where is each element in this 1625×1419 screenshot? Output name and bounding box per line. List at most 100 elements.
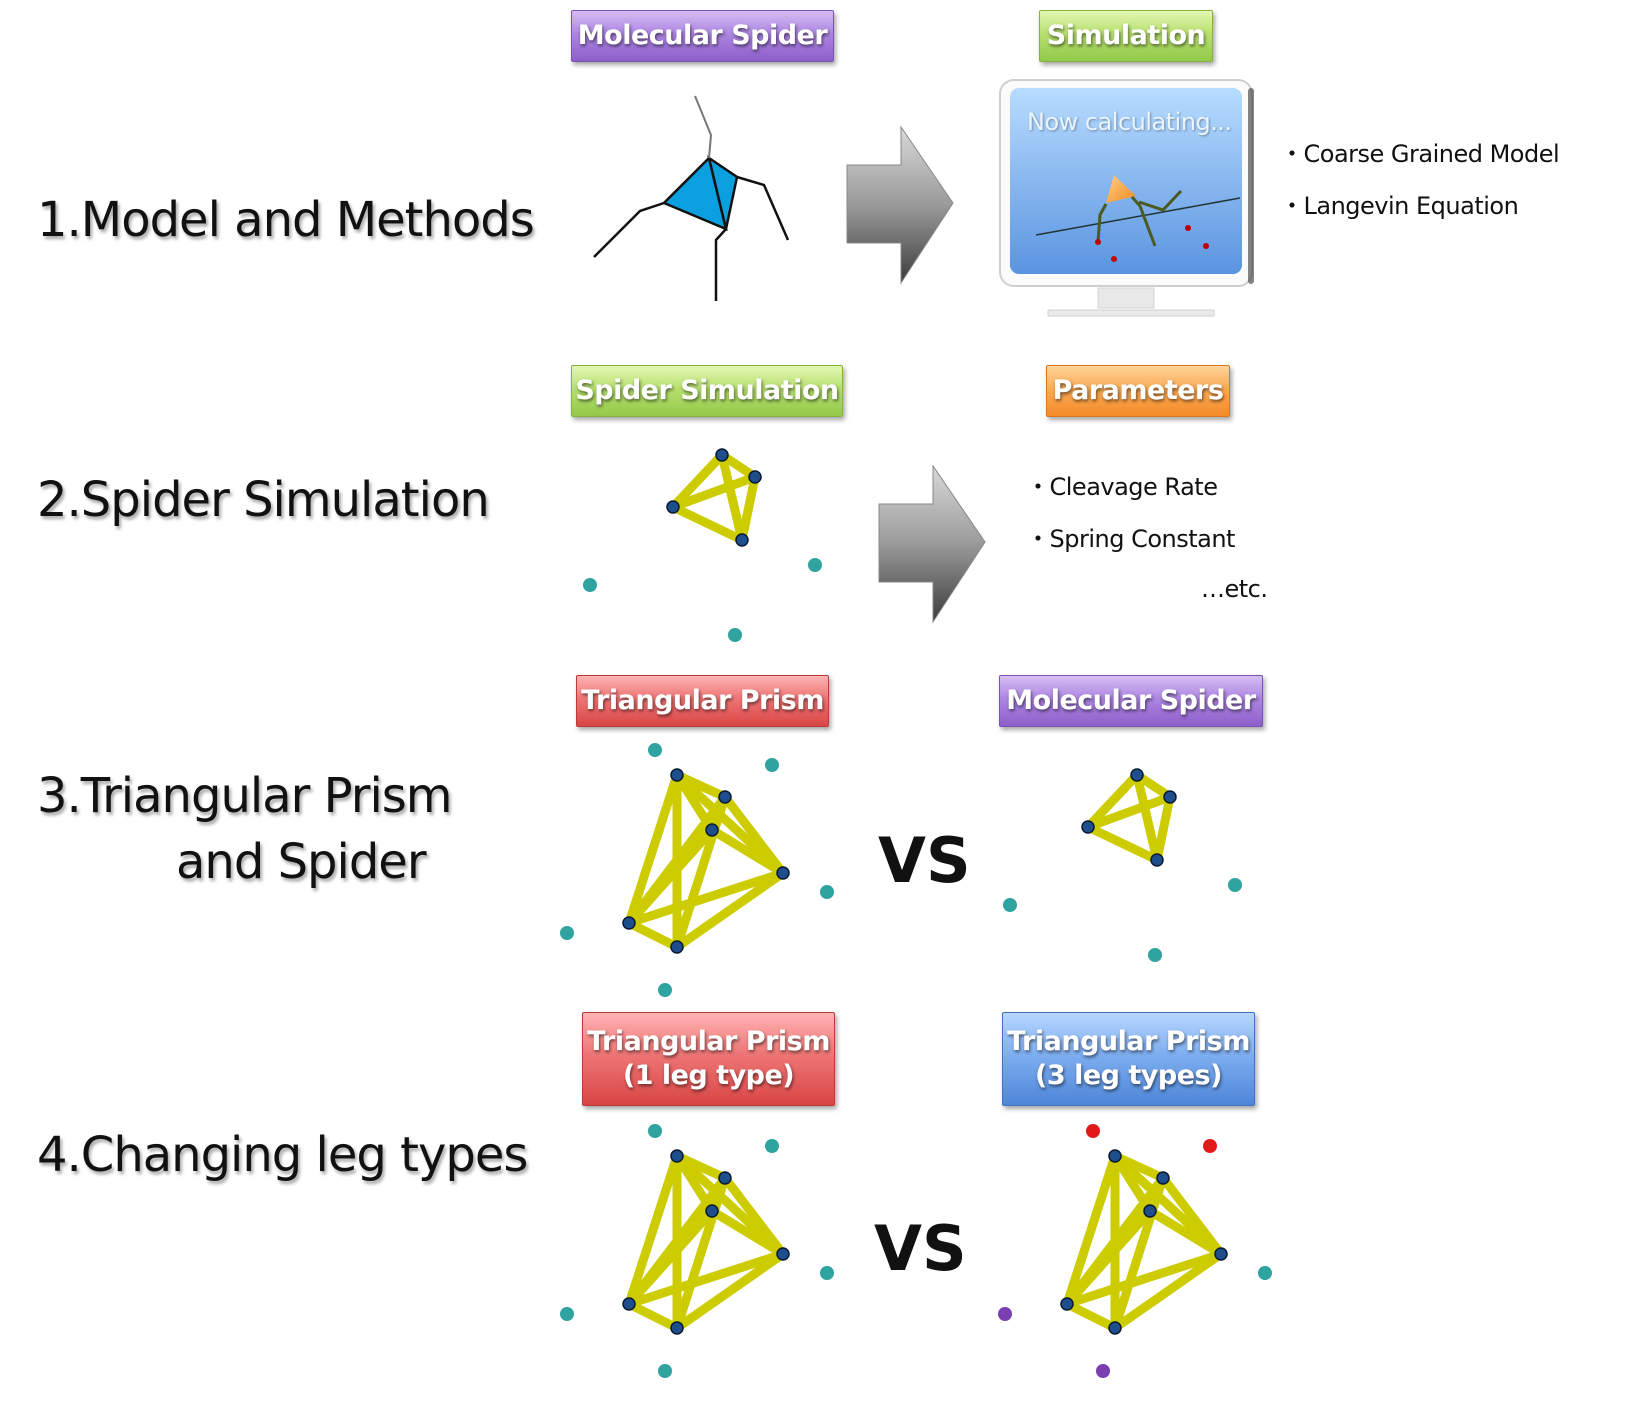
- foot: [560, 1307, 574, 1321]
- foot: [765, 758, 779, 772]
- body-edge: [624, 770, 682, 928]
- arrow-right-icon: [846, 125, 954, 285]
- body-edge: [1132, 770, 1162, 865]
- body-node: [1108, 1321, 1122, 1335]
- bullet-spring-constant: ・Spring Constant: [1026, 525, 1235, 553]
- body-edge: [1083, 792, 1175, 832]
- body-edge: [1083, 770, 1142, 832]
- body-edge: [720, 792, 788, 878]
- body-edge: [1110, 1151, 1155, 1216]
- foot: [1096, 1364, 1110, 1378]
- body-edge: [668, 472, 760, 512]
- foot: [728, 628, 742, 642]
- body-edge: [624, 1151, 682, 1309]
- body-edge: [1062, 1299, 1120, 1333]
- body-node: [622, 1297, 636, 1311]
- body-node: [670, 1321, 684, 1335]
- foot: [583, 578, 597, 592]
- foot: [1258, 1266, 1272, 1280]
- spider-body-right-face: [707, 155, 739, 230]
- body-edge: [668, 502, 747, 545]
- label-text: Simulation: [1046, 20, 1206, 52]
- bullet-langevin-equation: ・Langevin Equation: [1280, 192, 1519, 220]
- foot: [648, 743, 662, 757]
- bullet-cleavage-rate: ・Cleavage Rate: [1026, 473, 1218, 501]
- foot: [1148, 948, 1162, 962]
- heading-model-and-methods: 1.Model and Methods: [37, 192, 535, 248]
- label-molecular-spider: Molecular Spider: [571, 10, 834, 62]
- spider-leg: [694, 95, 713, 159]
- foot: [998, 1307, 1012, 1321]
- body-node: [670, 768, 684, 782]
- body-node: [1214, 1247, 1228, 1261]
- body-edge: [1062, 1249, 1226, 1309]
- body-node: [1150, 853, 1164, 867]
- body-node: [715, 448, 729, 462]
- body-node: [718, 790, 732, 804]
- body-edge: [1110, 1249, 1226, 1333]
- body-edge: [672, 1249, 788, 1333]
- label-text: Triangular Prism: [581, 685, 824, 717]
- spider-leg: [736, 175, 790, 241]
- body-node: [776, 1247, 790, 1261]
- foot: [648, 1124, 662, 1138]
- label-text: Spider Simulation: [575, 375, 839, 407]
- label-prism-1-leg-type: Triangular Prism (1 leg type): [582, 1012, 835, 1106]
- heading-and-spider: and Spider: [176, 834, 427, 890]
- body-node: [1130, 768, 1144, 782]
- foot: [1003, 898, 1017, 912]
- body-node: [622, 916, 636, 930]
- arrow-right-icon: [878, 464, 986, 624]
- body-edge: [717, 450, 747, 545]
- label-prism-3-leg-types: Triangular Prism (3 leg types): [1002, 1012, 1255, 1106]
- spider-leg: [714, 228, 727, 301]
- bullet-coarse-grained-model: ・Coarse Grained Model: [1280, 140, 1560, 168]
- foot: [820, 885, 834, 899]
- body-edge: [1158, 1173, 1226, 1259]
- body-node: [1156, 1171, 1170, 1185]
- body-node: [1143, 1204, 1157, 1218]
- body-edge: [720, 1173, 788, 1259]
- foot: [560, 926, 574, 940]
- body-node: [705, 823, 719, 837]
- body-node: [1163, 790, 1177, 804]
- label-triangular-prism: Triangular Prism: [576, 675, 829, 727]
- body-edge: [737, 472, 760, 545]
- foot: [765, 1139, 779, 1153]
- body-edge: [624, 1249, 788, 1309]
- label-text: Molecular Spider: [577, 20, 828, 52]
- body-node: [748, 470, 762, 484]
- body-edge: [624, 825, 717, 928]
- label-text-line2: (1 leg type): [622, 1060, 795, 1091]
- body-edge: [707, 825, 788, 878]
- body-edge: [672, 770, 717, 835]
- label-simulation: Simulation: [1039, 10, 1213, 62]
- body-edge: [624, 1299, 682, 1333]
- vs-text: VS: [878, 824, 971, 897]
- body-node: [1081, 820, 1095, 834]
- body-edge: [1145, 1206, 1226, 1259]
- foot: [1203, 1139, 1217, 1153]
- body-edge: [672, 868, 788, 952]
- heading-changing-leg-types: 4.Changing leg types: [37, 1127, 528, 1183]
- label-text: Parameters: [1052, 375, 1224, 407]
- vs-text-2: VS: [874, 1212, 967, 1285]
- body-edge: [1152, 792, 1175, 865]
- body-node: [1060, 1297, 1074, 1311]
- label-parameters: Parameters: [1046, 365, 1230, 417]
- label-molecular-spider-2: Molecular Spider: [999, 675, 1263, 727]
- body-edge: [624, 1206, 717, 1309]
- foot: [658, 1364, 672, 1378]
- body-node: [705, 1204, 719, 1218]
- heading-triangular-prism: 3.Triangular Prism: [37, 768, 453, 824]
- label-text-line1: Triangular Prism: [1007, 1026, 1250, 1058]
- body-node: [735, 533, 749, 547]
- body-node: [670, 940, 684, 954]
- etc-text: …etc.: [1201, 575, 1268, 603]
- label-text-line2: (3 leg types): [1035, 1060, 1222, 1091]
- body-node: [670, 1149, 684, 1163]
- heading-spider-simulation: 2.Spider Simulation: [37, 472, 490, 528]
- body-node: [1108, 1149, 1122, 1163]
